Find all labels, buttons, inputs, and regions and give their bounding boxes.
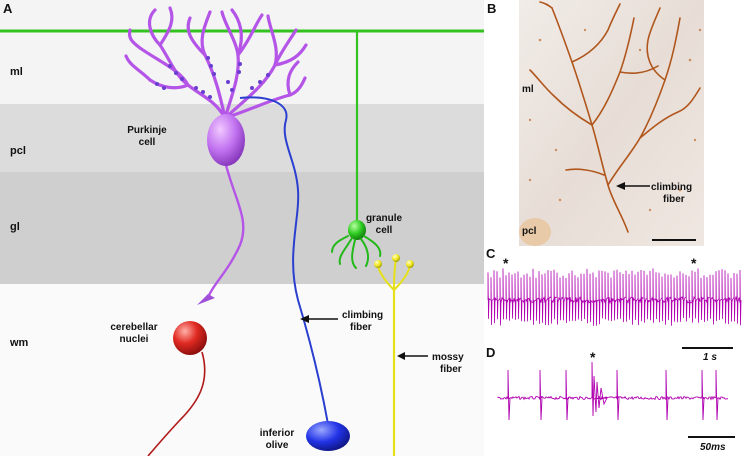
stain-varicosities <box>528 28 702 212</box>
cerebellar-label-1: cerebellar <box>110 322 157 333</box>
purkinje-label-2: cell <box>139 137 156 148</box>
climbing-fiber-label-1: climbing <box>342 310 383 321</box>
mossy-fiber-arrow <box>397 352 428 360</box>
layer-label-pcl: pcl <box>10 145 26 157</box>
purkinje-dendrites <box>124 6 308 120</box>
granule-label-2: cell <box>376 225 393 236</box>
purkinje-soma <box>207 114 245 166</box>
panel-d: D * 50ms <box>486 345 735 453</box>
micrograph-label-climbing-2: fiber <box>663 194 685 205</box>
panel-b: B ml pcl climbing fiber <box>487 0 704 246</box>
spike-trace-zoom <box>497 361 729 421</box>
layer-label-ml: ml <box>10 66 23 78</box>
mossy-fiber-label-1: mossy <box>432 352 464 363</box>
time-scale-label-1s: 1 s <box>703 352 717 363</box>
time-scale-label-50ms: 50ms <box>700 442 726 453</box>
purkinje-spines <box>155 56 270 99</box>
panel-a: A ml pcl gl wm <box>0 0 484 456</box>
climbing-fiber-stain <box>529 1 701 233</box>
purkinje-soma-stain <box>519 218 551 246</box>
inferior-olive <box>306 421 350 451</box>
panel-label-b: B <box>487 1 496 16</box>
cerebellar-nuclei <box>173 321 207 355</box>
panel-label-d: D <box>486 345 495 360</box>
granular-layer-band <box>0 172 484 284</box>
spike-trace-long <box>487 268 742 326</box>
layer-label-wm: wm <box>9 337 29 349</box>
micrograph-label-ml: ml <box>522 84 534 95</box>
white-matter-band <box>0 284 484 456</box>
layer-label-gl: gl <box>10 221 20 233</box>
complex-spike-marker-1: * <box>503 255 509 271</box>
micrograph-arrow <box>616 182 650 190</box>
granule-soma <box>348 220 366 240</box>
micrograph-label-pcl: pcl <box>522 226 537 237</box>
purkinje-axon <box>205 164 245 301</box>
complex-spike-marker-d: * <box>590 349 596 365</box>
nuclei-axon <box>147 351 206 456</box>
mossy-fiber-label-2: fiber <box>440 364 462 375</box>
purkinje-label-1: Purkinje <box>127 125 167 136</box>
micrograph-label-climbing-1: climbing <box>651 182 692 193</box>
cerebellar-label-2: nuclei <box>120 334 149 345</box>
panel-label-a: A <box>3 1 13 16</box>
granule-label-1: granule <box>366 213 403 224</box>
climbing-fiber <box>239 96 329 425</box>
panel-label-c: C <box>486 246 496 261</box>
olive-label-2: olive <box>266 440 289 451</box>
panel-c: C * * 1 s <box>486 246 742 363</box>
granule-dendrites <box>331 235 382 269</box>
olive-label-1: inferior <box>260 428 295 439</box>
climbing-fiber-label-2: fiber <box>350 322 372 333</box>
mossy-fiber <box>374 254 414 456</box>
micrograph <box>519 0 704 246</box>
climbing-fiber-arrow <box>300 315 338 323</box>
complex-spike-marker-2: * <box>691 255 697 271</box>
purkinje-axon-terminal <box>197 294 215 305</box>
